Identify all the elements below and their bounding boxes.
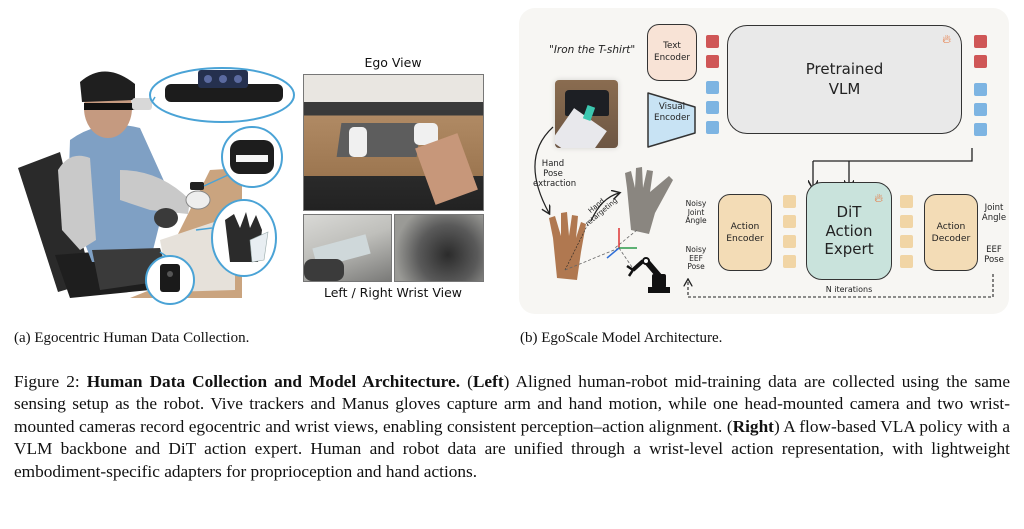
action-encoder-label: Action Encoder (726, 220, 764, 244)
action-output-token (900, 235, 913, 248)
action-encoder-box: Action Encoder (718, 194, 772, 271)
hair (80, 71, 135, 102)
ego-view-label: Ego View (364, 55, 422, 70)
robot-arm-icon (626, 257, 670, 293)
text-encoder-label: Text Encoder (654, 41, 690, 63)
action-decoder-label: Action Decoder (931, 220, 971, 244)
glove-right (185, 190, 211, 210)
visual-token (706, 121, 719, 134)
left-glove-in-view (349, 127, 367, 157)
vlm-label: Pretrained VLM (805, 60, 884, 98)
pretrained-vlm-box: Pretrained VLM 🔥︎ (727, 25, 962, 134)
right-forearm-in-view (415, 133, 478, 205)
head-camera (132, 98, 152, 110)
n-iterations-loop (688, 274, 994, 298)
human-operator-photo (18, 67, 295, 305)
action-output-token (900, 215, 913, 228)
robot-hand-icon (614, 167, 673, 249)
left-wrist-view-image (303, 214, 392, 282)
visual-token (706, 101, 719, 114)
human-hand-icon (549, 212, 620, 280)
noisy-eef-pose-label: Noisy EEF Pose (685, 245, 707, 272)
caption-paren: ) (503, 372, 516, 391)
action-token (783, 235, 796, 248)
fire-trainable-icon: 🔥︎ (942, 32, 951, 46)
action-output-token (900, 195, 913, 208)
action-decoder-box: Action Decoder (924, 194, 978, 271)
dit-action-expert-label: DiT Action Expert (824, 202, 874, 259)
joint-angle-label: Joint Angle (981, 203, 1007, 223)
vlm-output-visual-token (974, 83, 987, 96)
hoodie-sleeve-left (58, 155, 96, 250)
head-strap (84, 103, 140, 110)
wrist-tracker (190, 182, 204, 190)
right-glove-in-view (414, 123, 438, 145)
action-token (783, 215, 796, 228)
vlm-output-visual-token (974, 103, 987, 116)
fire-trainable-icon: 🔥︎ (874, 191, 883, 205)
ego-view-image (303, 74, 484, 211)
action-output-token (900, 255, 913, 268)
vlm-output-text-token (974, 35, 987, 48)
figure-caption: Figure 2: Human Data Collection and Mode… (14, 371, 1010, 483)
subcaption-a: (a) Egocentric Human Data Collection. (14, 330, 250, 346)
action-token (783, 255, 796, 268)
hand-pose-extraction-arrow (534, 126, 554, 213)
caption-label: Figure 2: (14, 372, 87, 391)
panel-egocentric-data-collection: Ego View Left / Right Wrist View (0, 0, 512, 320)
caption-paren: ( (460, 372, 473, 391)
visual-encoder-label: Visual Encoder (654, 102, 690, 124)
vlm-to-dit-connector (813, 148, 973, 162)
text-token (706, 35, 719, 48)
hand-retargeting-arrow (590, 193, 619, 222)
caption-title: Human Data Collection and Model Architec… (86, 372, 461, 391)
vlm-output-visual-token (974, 123, 987, 136)
action-token (783, 195, 796, 208)
right-wrist-view-image (394, 214, 484, 282)
text-token (706, 55, 719, 68)
visual-token (706, 81, 719, 94)
eef-pose-label: EEF Pose (984, 245, 1004, 265)
noisy-joint-angle-label: Noisy Joint Angle (685, 199, 707, 226)
caption-left-tag: Left (472, 372, 504, 391)
vlm-output-text-token (974, 55, 987, 68)
glove-left (154, 208, 178, 228)
caption-left-text: Aligned human-robot mid-training data ar… (14, 372, 1010, 436)
caption-right-text: ) A flow-based VLA policy with a VLM bac… (14, 416, 1010, 481)
instruction-text: "Iron the T-shirt" (549, 44, 636, 56)
wrist-view-label: Left / Right Wrist View (323, 285, 463, 300)
dit-action-expert-box: DiT Action Expert 🔥︎ (806, 182, 892, 280)
task-observation-image (555, 80, 618, 148)
hand-pose-extraction-label: Hand Pose extraction (533, 159, 577, 189)
visual-encoder-shape (647, 92, 696, 148)
panel-model-architecture: "Iron the T-shirt" Text Encoder Visual E… (519, 8, 1009, 314)
text-encoder-box: Text Encoder (647, 24, 697, 81)
coordinate-frame-icon (606, 228, 637, 271)
n-iterations-label: N iterations (825, 285, 873, 294)
subcaption-b: (b) EgoScale Model Architecture. (520, 330, 723, 346)
hoodie-sleeve-right (120, 170, 190, 214)
caption-right-tag: Right (732, 416, 774, 436)
camera-headband (165, 84, 283, 102)
